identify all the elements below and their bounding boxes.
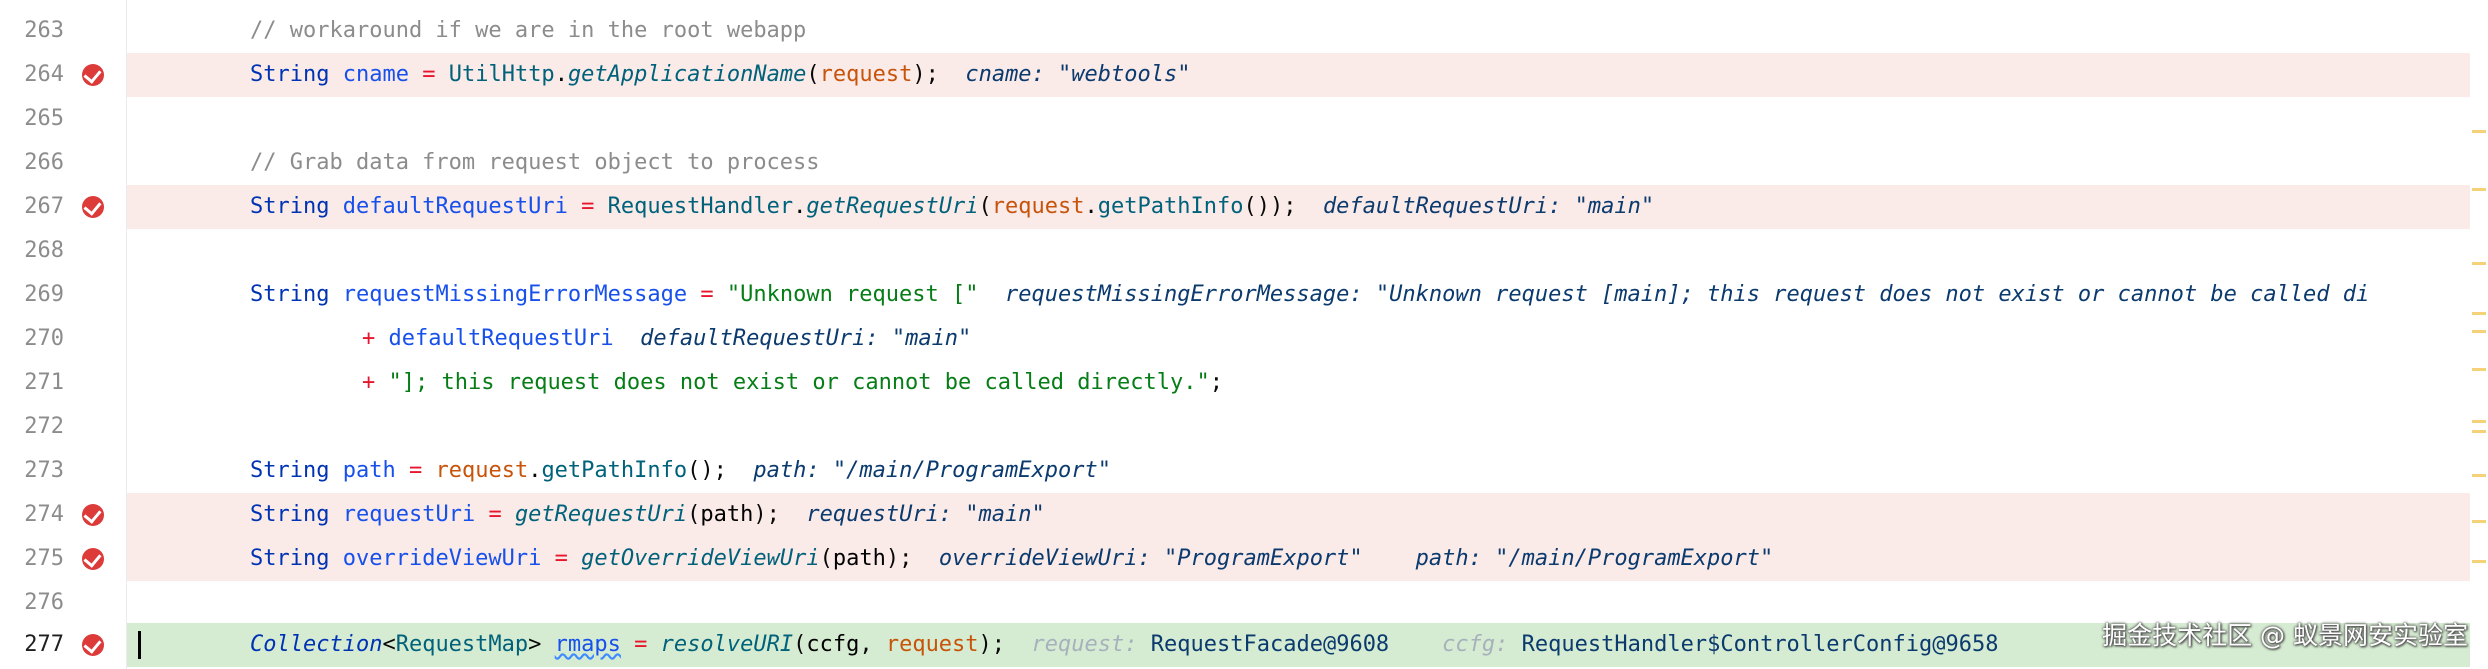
line-number[interactable]: 269 bbox=[24, 282, 64, 307]
stripe-mark[interactable] bbox=[2472, 262, 2486, 265]
inline-debug-value: overrideViewUri: "ProgramExport" bbox=[938, 546, 1363, 571]
code-line-270[interactable]: 270 + defaultRequestUri defaultRequestUr… bbox=[0, 317, 2488, 361]
line-number[interactable]: 276 bbox=[24, 590, 64, 615]
line-number[interactable]: 271 bbox=[24, 370, 64, 395]
inline-debug-value: defaultRequestUri: "main" bbox=[640, 326, 972, 351]
code-text: + defaultRequestUri defaultRequestUri: "… bbox=[362, 326, 972, 351]
stripe-mark[interactable] bbox=[2472, 330, 2486, 333]
code-line-271[interactable]: 271 + "]; this request does not exist or… bbox=[0, 361, 2488, 405]
inline-debug-label: request: bbox=[1031, 632, 1138, 657]
inline-debug-value: path: "/main/ProgramExport" bbox=[1415, 546, 1774, 571]
line-number[interactable]: 272 bbox=[24, 414, 64, 439]
line-number[interactable]: 263 bbox=[24, 18, 64, 43]
code-line-268[interactable]: 268 bbox=[0, 229, 2488, 273]
inline-debug-value: path: "/main/ProgramExport" bbox=[753, 458, 1112, 483]
stripe-mark[interactable] bbox=[2472, 474, 2486, 477]
line-number[interactable]: 265 bbox=[24, 106, 64, 131]
line-number[interactable]: 273 bbox=[24, 458, 64, 483]
line-number[interactable]: 275 bbox=[24, 546, 64, 571]
line-number[interactable]: 274 bbox=[24, 502, 64, 527]
error-stripe-scrollbar[interactable] bbox=[2470, 0, 2488, 669]
breakpoint-icon[interactable] bbox=[82, 548, 104, 570]
stripe-mark[interactable] bbox=[2472, 130, 2486, 133]
inline-debug-value: defaultRequestUri: "main" bbox=[1322, 194, 1655, 219]
code-line-264[interactable]: 264 String cname = UtilHttp.getApplicati… bbox=[0, 53, 2488, 97]
breakpoint-icon[interactable] bbox=[82, 64, 104, 86]
inline-debug-value: requestUri: "main" bbox=[806, 502, 1045, 527]
code-text: + "]; this request does not exist or can… bbox=[362, 370, 1223, 395]
breakpoint-icon[interactable] bbox=[82, 504, 104, 526]
breakpoint-icon[interactable] bbox=[82, 634, 104, 656]
line-number[interactable]: 264 bbox=[24, 62, 64, 87]
code-comment: // workaround if we are in the root weba… bbox=[250, 18, 807, 43]
code-line-272[interactable]: 272 bbox=[0, 405, 2488, 449]
code-text: Collection<RequestMap> rmaps = resolveUR… bbox=[250, 632, 1999, 657]
stripe-mark[interactable] bbox=[2472, 188, 2486, 191]
inline-debug-value: requestMissingErrorMessage: "Unknown req… bbox=[1005, 282, 2370, 307]
stripe-mark[interactable] bbox=[2472, 520, 2486, 523]
code-line-263[interactable]: 263 // workaround if we are in the root … bbox=[0, 9, 2488, 53]
inline-debug-value: RequestHandler$ControllerConfig@9658 bbox=[1521, 632, 1999, 657]
stripe-mark[interactable] bbox=[2472, 560, 2486, 563]
line-number[interactable]: 270 bbox=[24, 326, 64, 351]
line-number[interactable]: 266 bbox=[24, 150, 64, 175]
line-number[interactable]: 267 bbox=[24, 194, 64, 219]
line-number[interactable]: 268 bbox=[24, 238, 64, 263]
line-number[interactable]: 277 bbox=[24, 632, 64, 657]
code-line-269[interactable]: 269 String requestMissingErrorMessage = … bbox=[0, 273, 2488, 317]
code-line-277-current[interactable]: 277 Collection<RequestMap> rmaps = resol… bbox=[0, 623, 2488, 667]
inline-debug-value: cname: "webtools" bbox=[965, 62, 1191, 87]
code-line-273[interactable]: 273 String path = request.getPathInfo();… bbox=[0, 449, 2488, 493]
code-line-266[interactable]: 266 // Grab data from request object to … bbox=[0, 141, 2488, 185]
code-line-276[interactable]: 276 bbox=[0, 581, 2488, 625]
code-line-267[interactable]: 267 String defaultRequestUri = RequestHa… bbox=[0, 185, 2488, 229]
code-text: String overrideViewUri = getOverrideView… bbox=[250, 546, 1774, 571]
breakpoint-icon[interactable] bbox=[82, 196, 104, 218]
stripe-mark[interactable] bbox=[2472, 420, 2486, 423]
code-line-275[interactable]: 275 String overrideViewUri = getOverride… bbox=[0, 537, 2488, 581]
editor-gutter[interactable] bbox=[0, 0, 127, 669]
text-caret bbox=[138, 631, 141, 659]
code-text: String requestUri = getRequestUri(path);… bbox=[250, 502, 1045, 527]
code-line-274[interactable]: 274 String requestUri = getRequestUri(pa… bbox=[0, 493, 2488, 537]
stripe-mark[interactable] bbox=[2472, 312, 2486, 315]
code-text: String requestMissingErrorMessage = "Unk… bbox=[250, 282, 2370, 307]
watermark: 掘金技术社区 @ 蚁景网安实验室 bbox=[2102, 621, 2468, 650]
code-text: String path = request.getPathInfo(); pat… bbox=[250, 458, 1112, 483]
code-text: String defaultRequestUri = RequestHandle… bbox=[250, 194, 1655, 219]
code-comment: // Grab data from request object to proc… bbox=[250, 150, 820, 175]
inline-debug-label: ccfg: bbox=[1442, 632, 1509, 657]
inline-debug-value: RequestFacade@9608 bbox=[1150, 632, 1390, 657]
code-text: String cname = UtilHttp.getApplicationNa… bbox=[250, 62, 1191, 87]
stripe-mark[interactable] bbox=[2472, 368, 2486, 371]
stripe-mark[interactable] bbox=[2472, 430, 2486, 433]
code-line-265[interactable]: 265 bbox=[0, 97, 2488, 141]
